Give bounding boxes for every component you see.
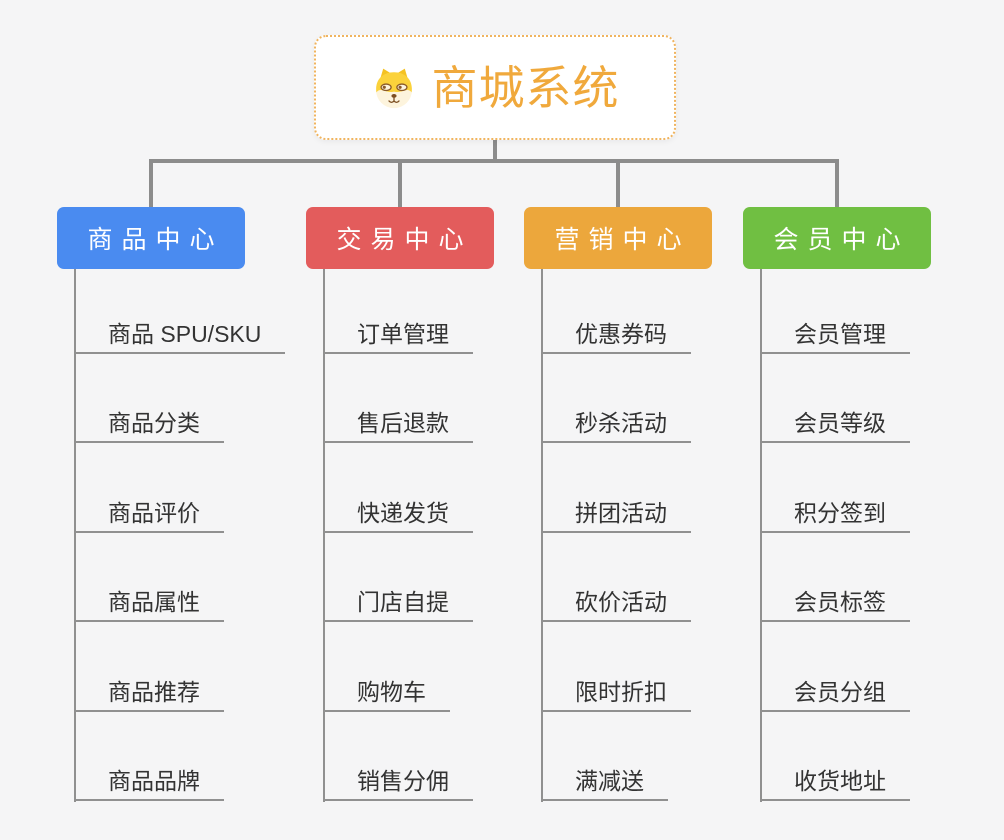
branch-label: 会员中心 bbox=[773, 226, 910, 254]
leaf-node[interactable]: 商品评价 bbox=[74, 499, 224, 533]
leaf-node[interactable]: 商品品牌 bbox=[74, 767, 224, 801]
branch-spine bbox=[74, 269, 76, 802]
leaf-node[interactable]: 销售分佣 bbox=[323, 767, 473, 801]
leaf-node[interactable]: 会员管理 bbox=[760, 320, 910, 354]
branch-label: 交易中心 bbox=[336, 226, 473, 254]
leaf-node[interactable]: 订单管理 bbox=[323, 320, 473, 354]
leaf-node[interactable]: 会员分组 bbox=[760, 678, 910, 712]
dog-face-icon bbox=[371, 66, 417, 110]
branch-label: 商品中心 bbox=[87, 226, 224, 254]
leaf-node[interactable]: 会员等级 bbox=[760, 409, 910, 443]
leaf-node[interactable]: 购物车 bbox=[323, 678, 450, 712]
connector-branch-stub bbox=[835, 159, 839, 208]
leaf-node[interactable]: 优惠券码 bbox=[541, 320, 691, 354]
connector-branch-stub bbox=[616, 159, 620, 208]
branch-trade-center[interactable]: 交易中心 bbox=[306, 207, 494, 269]
branch-marketing-center[interactable]: 营销中心 bbox=[524, 207, 712, 269]
connector-rail bbox=[149, 159, 839, 163]
root-title: 商城系统 bbox=[431, 61, 620, 114]
branch-member-center[interactable]: 会员中心 bbox=[743, 207, 931, 269]
branch-product-center[interactable]: 商品中心 bbox=[57, 207, 245, 269]
leaf-node[interactable]: 限时折扣 bbox=[541, 678, 691, 712]
leaf-node[interactable]: 满减送 bbox=[541, 767, 668, 801]
leaf-node[interactable]: 会员标签 bbox=[760, 588, 910, 622]
connector-branch-stub bbox=[398, 159, 402, 208]
connector-branch-stub bbox=[149, 159, 153, 208]
branch-spine bbox=[760, 269, 762, 802]
leaf-node[interactable]: 拼团活动 bbox=[541, 499, 691, 533]
leaf-node[interactable]: 商品 SPU/SKU bbox=[74, 320, 286, 354]
leaf-node[interactable]: 商品属性 bbox=[74, 588, 224, 622]
branch-label: 营销中心 bbox=[554, 226, 691, 254]
leaf-node[interactable]: 商品分类 bbox=[74, 409, 224, 443]
leaf-node[interactable]: 商品推荐 bbox=[74, 678, 224, 712]
leaf-node[interactable]: 砍价活动 bbox=[541, 588, 691, 622]
leaf-node[interactable]: 秒杀活动 bbox=[541, 409, 691, 443]
leaf-node[interactable]: 收货地址 bbox=[760, 767, 910, 801]
branch-spine bbox=[541, 269, 543, 802]
leaf-node[interactable]: 积分签到 bbox=[760, 499, 910, 533]
leaf-node[interactable]: 门店自提 bbox=[323, 588, 473, 622]
branch-spine bbox=[323, 269, 325, 802]
leaf-node[interactable]: 快递发货 bbox=[323, 499, 473, 533]
root-node[interactable]: 商城系统 bbox=[314, 35, 676, 140]
connector-root-stub bbox=[493, 139, 497, 161]
leaf-node[interactable]: 售后退款 bbox=[323, 409, 473, 443]
